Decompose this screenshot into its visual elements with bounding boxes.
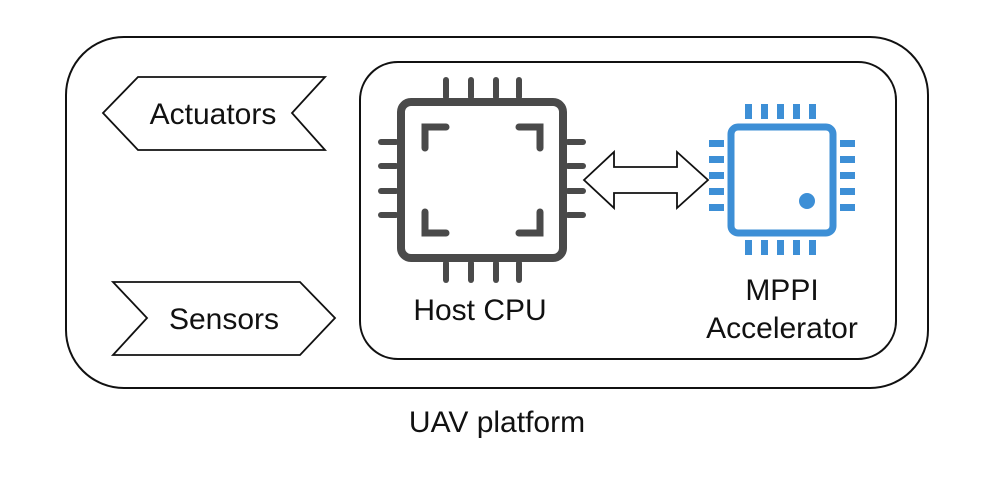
sensors-label: Sensors [169, 303, 279, 336]
accelerator-label-line1: MPPI [745, 274, 818, 307]
actuators-label: Actuators [150, 98, 277, 131]
compute-box [359, 61, 897, 360]
host-cpu-label: Host CPU [413, 294, 546, 327]
cpu-chip-icon [378, 77, 586, 283]
microchip-icon [709, 104, 855, 255]
uav-platform-label: UAV platform [409, 406, 585, 439]
uav-platform-box [65, 36, 929, 389]
actuators-tag-shape [101, 76, 328, 151]
bidirectional-arrow-icon [582, 149, 710, 211]
accelerator-label-line2: Accelerator [706, 312, 858, 345]
chip-dot [799, 193, 815, 209]
sensors-tag: Sensors [110, 281, 337, 356]
sensors-tag-shape [110, 281, 337, 356]
actuators-tag: Actuators [101, 76, 328, 151]
